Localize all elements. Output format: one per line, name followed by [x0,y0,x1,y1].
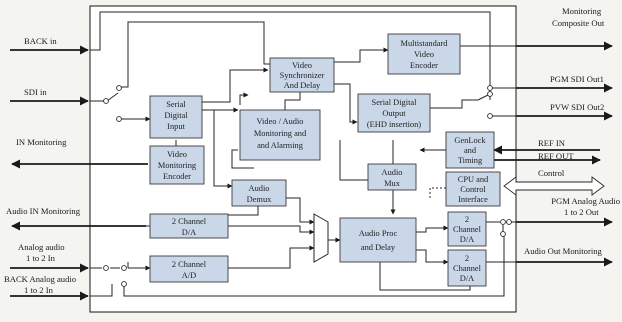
svg-text:2 Channel: 2 Channel [172,217,207,226]
block-video-monitoring-encoder: Video Monitoring Encoder [149,145,205,185]
svg-text:Synchronizer: Synchronizer [280,71,325,80]
svg-text:Video: Video [292,61,312,70]
svg-text:D/A: D/A [182,228,196,237]
block-audio-proc: Audio Proc and Delay [339,217,417,263]
label-analog-audio-in-2: 1 to 2 In [26,253,56,263]
svg-text:Control: Control [460,185,486,194]
label-audio-out-monitoring: Audio Out Monitoring [524,246,603,256]
label-pvw-sdi-out: PVW SDI Out2 [550,102,604,112]
svg-text:D/A: D/A [460,235,474,244]
block-genlock-timing: GenLock and Timing [445,131,495,169]
svg-text:Serial Digital: Serial Digital [372,98,418,107]
block-video-audio-monitoring: Video / Audio Monitoring and and Alarmin… [239,109,321,161]
block-dac-left: 2 Channel D/A [149,213,229,239]
svg-text:Audio: Audio [249,184,270,193]
svg-text:and Alarming: and Alarming [257,141,304,150]
svg-text:2 Channel: 2 Channel [172,260,207,269]
svg-text:Demux: Demux [247,195,272,204]
svg-text:and: and [464,146,477,155]
svg-text:Channel: Channel [453,264,482,273]
svg-text:A/D: A/D [182,271,196,280]
block-serial-digital-output: Serial Digital Output (EHD insertion) [357,93,431,133]
label-ref-out: REF OUT [538,151,574,161]
svg-text:Video: Video [167,150,187,159]
connection-lines [90,11,516,297]
svg-text:Mux: Mux [384,179,401,188]
block-multistandard-encoder: Multistandard Video Encoder [387,33,461,75]
block-dac-right-bottom: 2 Channel D/A [447,249,487,287]
svg-text:Video / Audio: Video / Audio [257,117,304,126]
label-in-monitoring: IN Monitoring [16,137,67,147]
block-dac-right-top: 2 Channel D/A [447,211,487,247]
label-pgm-sdi-out: PGM SDI Out1 [550,74,604,84]
audio-switch [313,213,329,263]
label-monitoring-out-1: Monitoring [562,6,602,16]
label-pgm-analog-out-1: PGM Analog Audio [551,196,620,206]
svg-text:D/A: D/A [460,274,474,283]
label-back-analog-audio-1: BACK Analog audio [4,274,76,284]
block-serial-digital-input: Serial Digital Input [149,95,203,139]
svg-text:Video: Video [414,50,434,59]
svg-text:Audio Proc: Audio Proc [359,229,398,238]
svg-text:Input: Input [167,122,185,131]
svg-text:Multistandard: Multistandard [401,39,449,48]
svg-text:Monitoring: Monitoring [158,161,197,170]
svg-text:Output: Output [382,109,406,118]
block-video-sync: Video Synchronizer And Delay [269,57,335,93]
label-control: Control [538,168,565,178]
external-arrows [10,41,613,301]
label-back-analog-audio-2: 1 to 2 In [24,285,54,295]
switch-contacts [103,85,512,287]
svg-text:And Delay: And Delay [284,81,321,90]
label-pgm-analog-out-2: 1 to 2 Out [564,207,599,217]
control-bus-arrow [503,176,605,196]
svg-text:2: 2 [465,254,469,263]
label-analog-audio-in-1: Analog audio [18,242,65,252]
svg-text:Interface: Interface [458,195,488,204]
svg-text:2: 2 [465,215,469,224]
svg-text:Channel: Channel [453,225,482,234]
block-audio-demux: Audio Demux [231,179,287,207]
label-audio-in-monitoring: Audio IN Monitoring [6,206,81,216]
svg-text:(EHD insertion): (EHD insertion) [367,120,421,129]
label-back-in: BACK in [24,36,57,46]
block-adc: 2 Channel A/D [149,255,229,283]
svg-text:and Delay: and Delay [361,243,396,252]
svg-text:Monitoring and: Monitoring and [254,129,307,138]
svg-text:CPU and: CPU and [458,175,489,184]
block-audio-mux: Audio Mux [367,163,417,191]
svg-text:Serial: Serial [166,100,186,109]
block-cpu-control: CPU and Control Interface [445,171,501,207]
svg-text:Encoder: Encoder [410,61,438,70]
svg-text:Encoder: Encoder [163,172,191,181]
label-sdi-in: SDI in [24,87,47,97]
svg-text:Digital: Digital [164,111,188,120]
svg-text:GenLock: GenLock [454,136,486,145]
svg-text:Audio: Audio [382,168,403,177]
label-monitoring-out-2: Composite Out [552,18,605,28]
svg-text:Timing: Timing [458,156,483,165]
label-ref-in: REF IN [538,138,566,148]
